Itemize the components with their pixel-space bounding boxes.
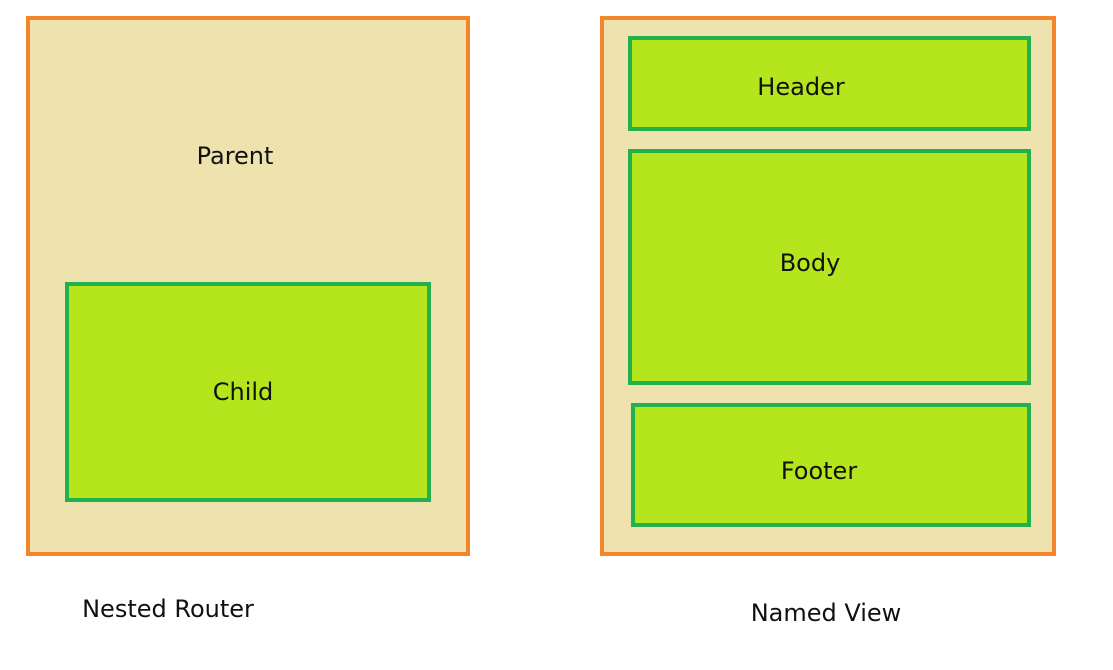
header-label: Header	[757, 73, 845, 101]
header-view-box	[628, 36, 1031, 131]
named-view-caption: Named View	[750, 599, 902, 627]
body-label: Body	[779, 249, 841, 277]
child-label: Child	[212, 378, 274, 406]
child-view-box	[65, 282, 431, 502]
parent-label: Parent	[196, 142, 274, 170]
body-view-box	[628, 149, 1031, 385]
footer-label: Footer	[780, 457, 858, 485]
nested-router-caption: Nested Router	[82, 595, 254, 623]
footer-view-box	[631, 403, 1031, 527]
